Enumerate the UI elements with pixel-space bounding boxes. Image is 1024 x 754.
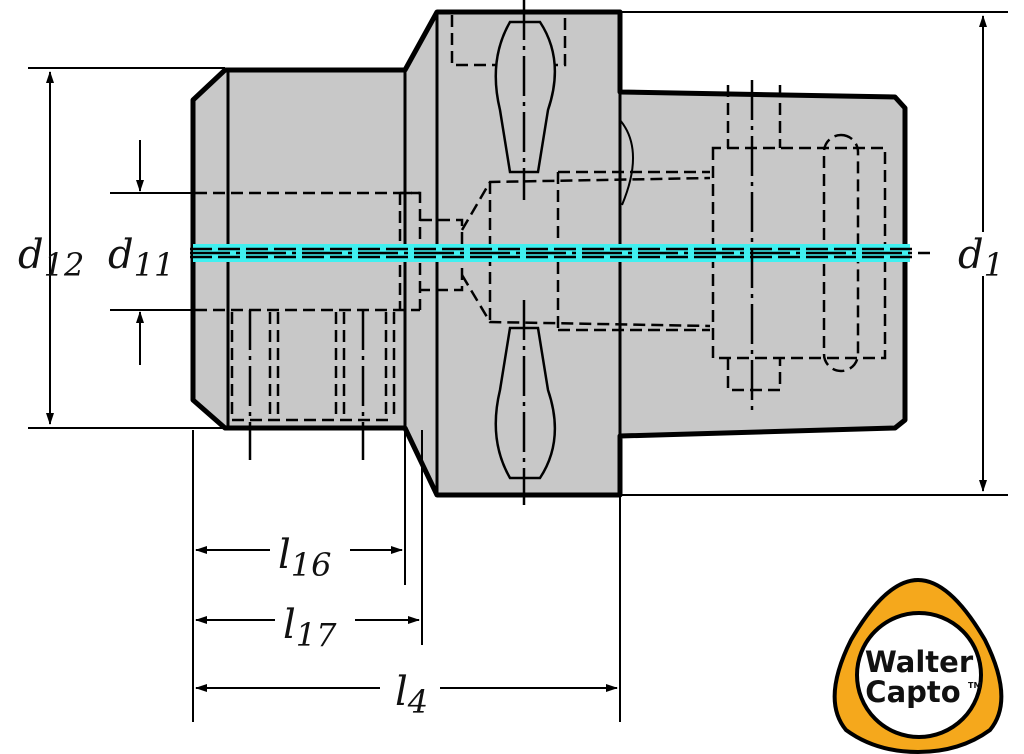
label-l16: l16	[278, 532, 332, 584]
label-d1: d1	[958, 232, 1004, 284]
walter-capto-logo: Walter Capto TM	[832, 577, 1004, 754]
label-d12: d12	[18, 232, 84, 284]
logo-tm: TM	[968, 681, 981, 690]
centerlines	[190, 0, 930, 505]
logo-line2: Capto	[865, 675, 960, 709]
drive-slots	[494, 20, 557, 480]
label-l4: l4	[395, 669, 428, 721]
label-d11: d11	[108, 232, 174, 284]
dimension-labels: d12 d11 d1 l16 l17 l4	[18, 232, 1005, 721]
label-l17: l17	[283, 602, 337, 654]
logo-line1: Walter	[865, 645, 974, 679]
